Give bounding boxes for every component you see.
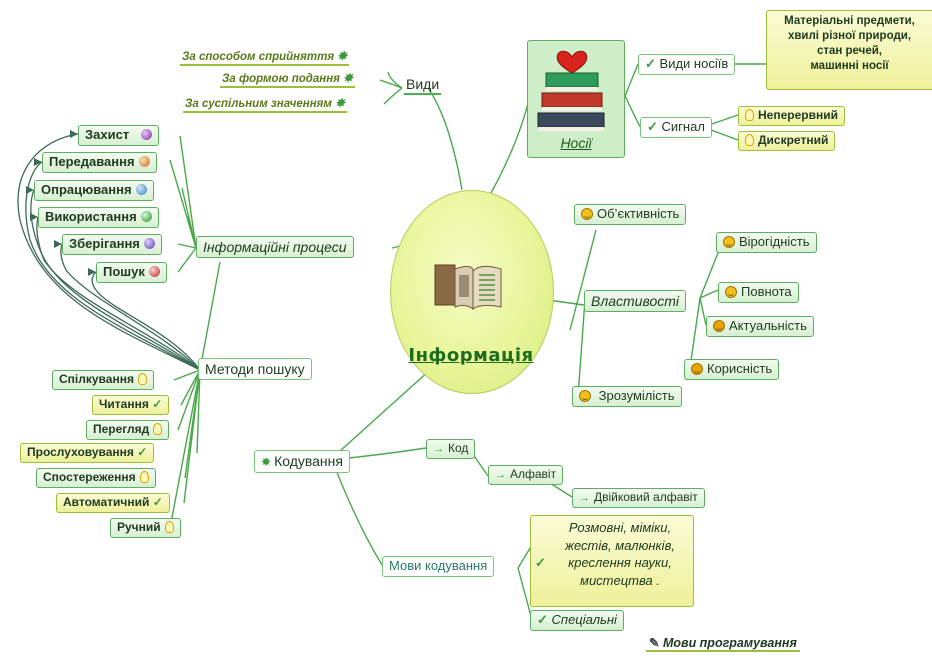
property-item-4[interactable]: Корисність xyxy=(684,359,780,380)
vydy-item-0[interactable]: За способом сприйняття✸ xyxy=(180,49,350,67)
property-item-5[interactable]: Зрозумілість xyxy=(572,386,682,407)
method-item-6[interactable]: Ручний xyxy=(110,518,181,538)
arrow-icon: → xyxy=(579,492,590,504)
neutral-face-icon xyxy=(713,320,725,332)
method-item-5[interactable]: Автоматичний ✓ xyxy=(56,493,170,513)
gear-icon: ✸ xyxy=(334,96,345,110)
pencil-icon: ✎ xyxy=(649,636,660,650)
green-ball-icon xyxy=(140,211,152,222)
check-icon: ✓ xyxy=(152,397,163,411)
coding-langs[interactable]: Мови кодування xyxy=(382,556,495,577)
blue-ball-icon xyxy=(135,184,147,195)
lightbulb-icon xyxy=(153,423,163,435)
central-topic[interactable]: Інформація xyxy=(390,190,554,394)
vydy-nosiiv[interactable]: ✓ Види носіїв xyxy=(638,54,736,75)
vydy-nosiiv-description[interactable]: Матеріальні предмети, хвилі різної приро… xyxy=(766,10,932,90)
purple-ball-icon xyxy=(141,129,153,140)
lightbulb-icon xyxy=(164,521,174,533)
processes-label[interactable]: Інформаційні процеси xyxy=(196,236,354,259)
neutral-face-icon xyxy=(691,363,703,375)
process-item-1[interactable]: Передавання xyxy=(42,152,157,173)
coding-binary[interactable]: →Двійковий алфавіт xyxy=(572,488,705,508)
violet-ball-icon xyxy=(143,238,155,249)
check-icon: ✓ xyxy=(647,119,658,134)
property-item-2[interactable]: Повнота xyxy=(718,282,799,303)
lightbulb-icon xyxy=(137,373,147,385)
check-icon: ✓ xyxy=(137,445,148,459)
method-item-3[interactable]: Прослуховування ✓ xyxy=(20,443,155,463)
syhnal[interactable]: ✓ Сигнал xyxy=(640,117,712,138)
check-icon: ✓ xyxy=(535,555,546,570)
smiley-icon xyxy=(723,236,735,248)
lightbulb-icon xyxy=(139,471,149,483)
nosii-label: Носії xyxy=(560,135,592,151)
coding-kod[interactable]: →Код xyxy=(426,439,476,459)
red-ball-icon xyxy=(148,266,160,277)
syhnal-item-0[interactable]: Неперервний xyxy=(738,106,845,126)
coding-alphabet[interactable]: →Алфавіт xyxy=(488,465,564,485)
syhnal-item-1[interactable]: Дискретний xyxy=(738,131,836,151)
gear-icon: ✸ xyxy=(342,71,354,85)
check-icon: ✓ xyxy=(537,612,548,627)
nosii-node[interactable]: Носії xyxy=(527,40,625,158)
method-item-1[interactable]: Читання ✓ xyxy=(92,395,170,415)
check-icon: ✓ xyxy=(152,495,163,509)
property-item-3[interactable]: Актуальність xyxy=(706,316,814,337)
arrow-icon: → xyxy=(433,443,444,455)
lightbulb-icon xyxy=(745,134,754,146)
lightbulb-icon xyxy=(745,109,754,121)
vydy-item-2[interactable]: За суспільним значенням✸ xyxy=(183,96,347,114)
central-title: Інформація xyxy=(408,345,534,366)
property-item-1[interactable]: Вірогідність xyxy=(716,232,817,253)
arrow-icon: → xyxy=(495,469,506,481)
check-icon: ✓ xyxy=(645,56,656,71)
smiley-icon xyxy=(725,286,737,298)
vydy-item-1[interactable]: За формою подання✸ xyxy=(220,71,356,89)
coding-programming[interactable]: ✎ Мови програмування xyxy=(646,636,800,653)
coding-langs-description[interactable]: ✓ Розмовні, міміки, жестів, малюнків, кр… xyxy=(530,515,694,607)
methods-label[interactable]: Методи пошуку xyxy=(198,358,312,381)
coding-special[interactable]: ✓ Спеціальні xyxy=(530,610,624,631)
books-heart-icon xyxy=(537,50,605,131)
vydy-label[interactable]: Види xyxy=(404,76,442,96)
properties-label[interactable]: Властивості xyxy=(584,290,687,313)
process-item-5[interactable]: Пошук xyxy=(96,262,167,283)
process-item-3[interactable]: Використання xyxy=(38,207,159,228)
method-item-2[interactable]: Перегляд xyxy=(86,420,170,440)
method-item-0[interactable]: Спілкування xyxy=(52,370,154,390)
gear-icon: ✸ xyxy=(337,49,348,63)
property-item-0[interactable]: Об’єктивність xyxy=(574,204,687,225)
smiley-icon xyxy=(581,208,593,220)
gear-icon: ✸ xyxy=(261,455,272,469)
method-item-4[interactable]: Спостереження xyxy=(36,468,156,488)
orange-ball-icon xyxy=(138,156,150,167)
smiley-icon xyxy=(579,390,591,402)
coding-label[interactable]: ✸Кодування xyxy=(254,450,350,473)
process-item-4[interactable]: Зберігання xyxy=(62,234,162,255)
process-item-2[interactable]: Опрацювання xyxy=(34,180,154,201)
book-icon xyxy=(431,259,515,313)
process-item-0[interactable]: Захист xyxy=(78,125,160,146)
